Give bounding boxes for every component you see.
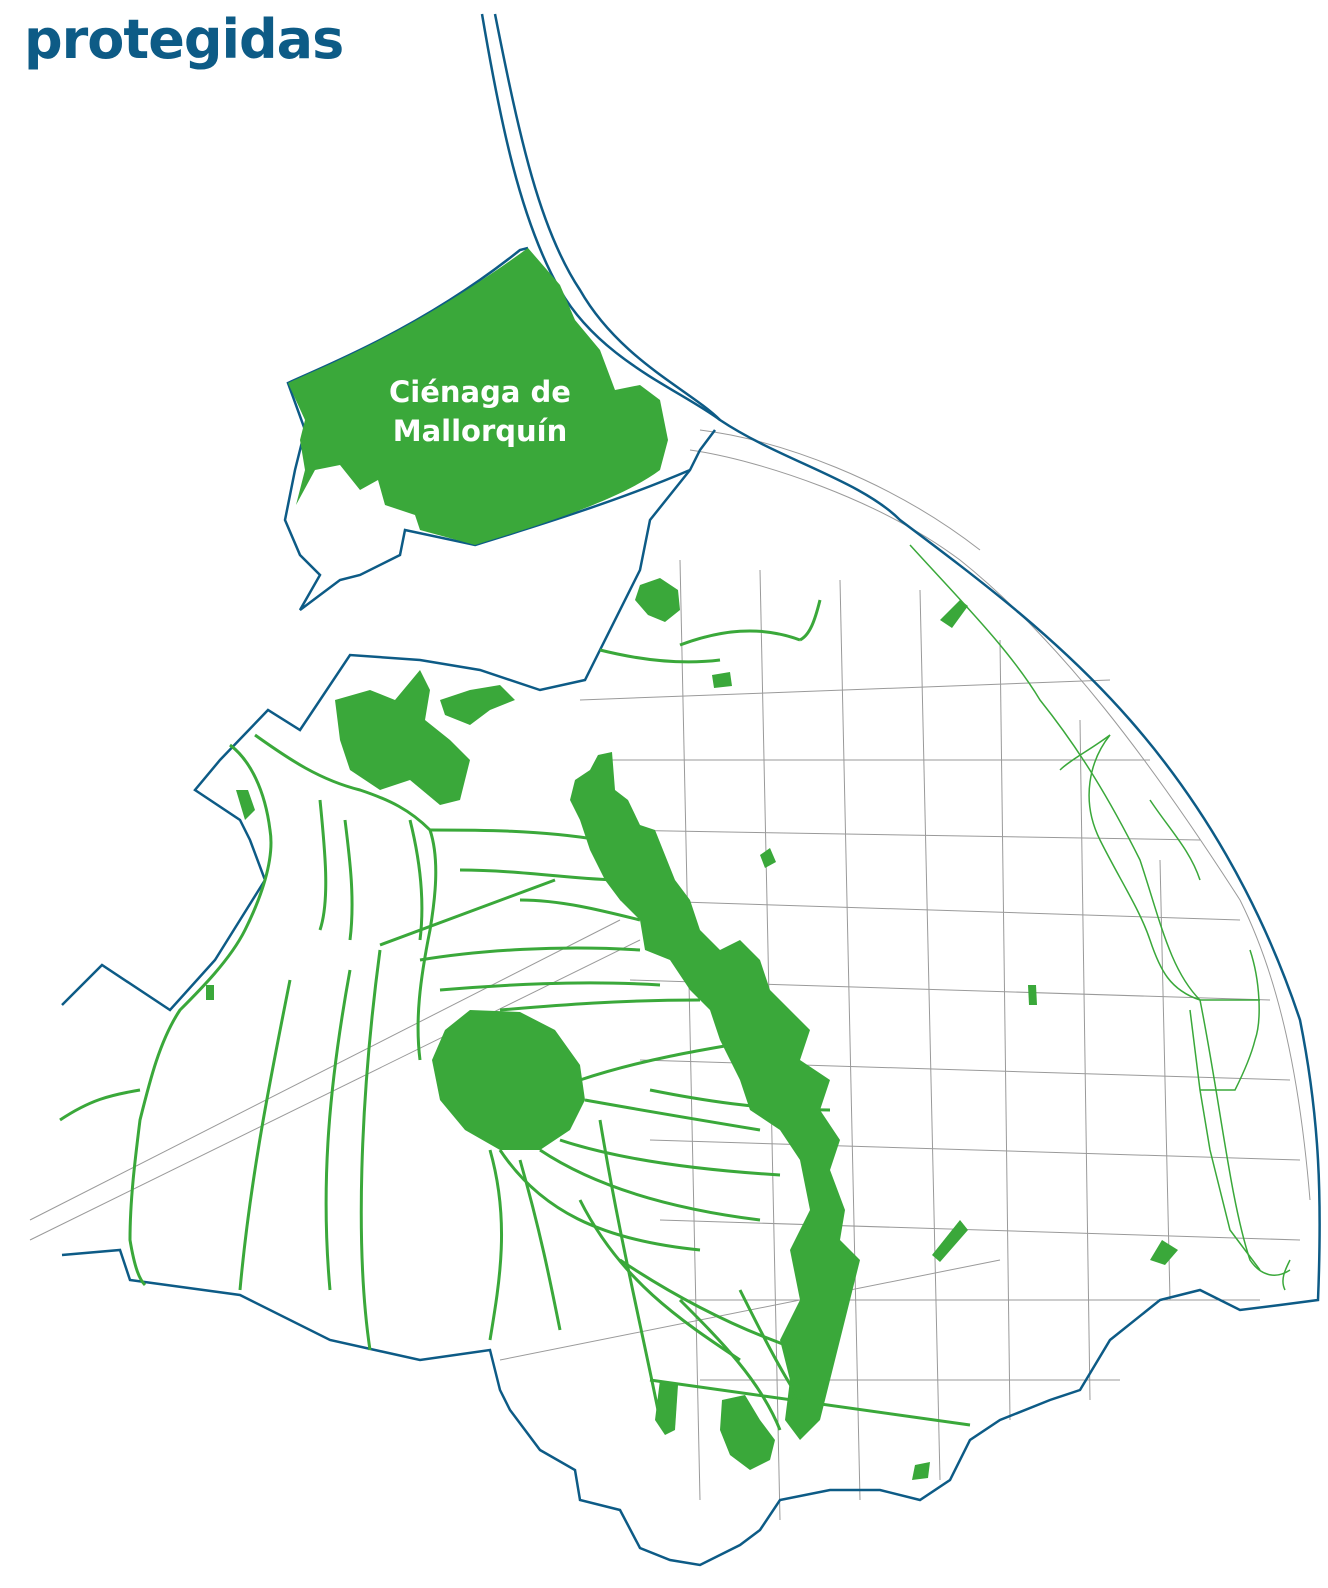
- cienaga-label-line1: Ciénaga de: [389, 375, 571, 409]
- municipal-boundary: [61, 13, 1321, 1567]
- upper-west-wetland: [335, 670, 470, 805]
- wetland-strip: [440, 685, 515, 725]
- cienaga-de-mallorquin-area: [288, 248, 668, 545]
- lower-forest-2: [655, 1380, 678, 1435]
- small-park-8: [236, 790, 255, 820]
- small-park-6: [912, 1462, 930, 1480]
- small-park-7: [206, 985, 214, 1000]
- north-park-1: [635, 578, 680, 622]
- stream-network: [59, 599, 971, 1431]
- reservoir-lagoon: [432, 1010, 585, 1150]
- central-corridor-forest: [570, 752, 860, 1440]
- lower-forest-1: [720, 1395, 775, 1470]
- coastal-green-belt: [909, 544, 1291, 1291]
- small-park-2: [760, 848, 776, 868]
- page-title: protegidas: [24, 8, 344, 71]
- north-park-2: [940, 600, 968, 628]
- protected-areas: [206, 248, 1178, 1480]
- cienaga-label-line2: Mallorquín: [393, 414, 568, 448]
- small-park-4: [932, 1220, 968, 1262]
- small-park-3: [1028, 985, 1037, 1005]
- small-park-1: [712, 672, 732, 688]
- small-park-5: [1150, 1240, 1178, 1265]
